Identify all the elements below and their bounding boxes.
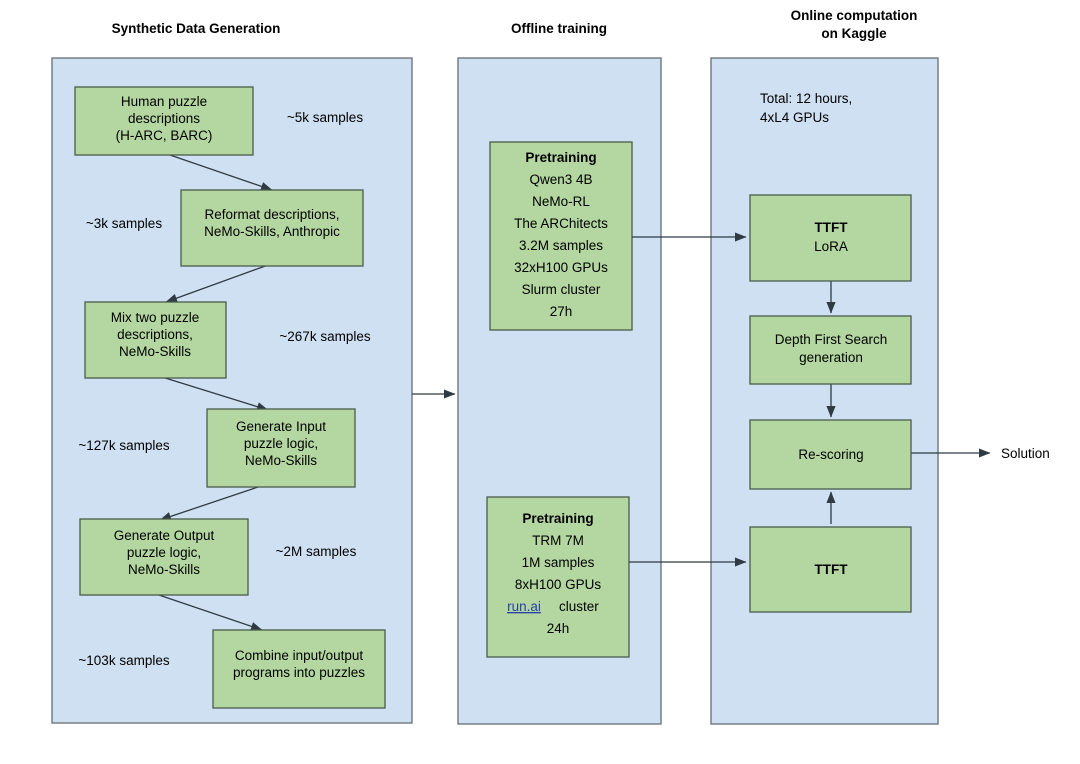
- node-label-line: 3.2M samples: [519, 238, 603, 253]
- output-label-solution: Solution: [1001, 446, 1050, 461]
- annotation-samples-2m: ~2M samples: [276, 544, 357, 559]
- node-human-puzzle-descriptions[interactable]: Human puzzle descriptions (H-ARC, BARC): [74, 86, 254, 156]
- online-note-line1: Total: 12 hours,: [760, 91, 852, 106]
- annotation-samples-103k: ~103k samples: [78, 653, 169, 668]
- node-label-line: NeMo-Skills: [128, 562, 200, 577]
- node-combine-programs-into-puzzles[interactable]: Combine input/output programs into puzzl…: [212, 629, 386, 709]
- node-label-line: NeMo-Skills: [119, 344, 191, 359]
- node-label-line: descriptions: [128, 111, 200, 126]
- node-label-line: 1M samples: [522, 555, 595, 570]
- node-label-line: Combine input/output: [235, 648, 364, 663]
- node-label-line: NeMo-RL: [532, 194, 590, 209]
- node-label-line: Generate Output: [114, 528, 215, 543]
- node-label-line: run.ai cluster: [507, 599, 599, 614]
- edge-mix-to-generate-input: [161, 376, 269, 412]
- node-label-line: programs into puzzles: [233, 665, 365, 680]
- node-label-line: (H-ARC, BARC): [116, 128, 213, 143]
- node-label-line: Human puzzle: [121, 94, 207, 109]
- node-label-line: Generate Input: [236, 419, 326, 434]
- node-re-scoring[interactable]: Re-scoring: [749, 419, 912, 490]
- node-label-line: 24h: [547, 621, 570, 636]
- node-label-line: Mix two puzzle: [111, 310, 200, 325]
- edge-reformat-to-mix: [165, 264, 269, 303]
- panel-synthetic-data-generation: [51, 57, 413, 724]
- node-label-line: Slurm cluster: [522, 282, 601, 297]
- node-label-line: Qwen3 4B: [529, 172, 592, 187]
- node-label-line: TTFT: [815, 220, 849, 235]
- node-label-line: descriptions,: [117, 327, 193, 342]
- node-label-line: 32xH100 GPUs: [514, 260, 608, 275]
- node-ttft[interactable]: TTFT: [749, 526, 912, 613]
- node-label-line: 8xH100 GPUs: [515, 577, 602, 592]
- node-label-line: generation: [799, 350, 863, 365]
- node-generate-input-puzzle-logic[interactable]: Generate Input puzzle logic, NeMo-Skills: [206, 408, 356, 488]
- panel-online-computation: [710, 57, 939, 725]
- runai-link[interactable]: run.ai: [507, 599, 541, 614]
- node-label-line: Pretraining: [522, 511, 593, 526]
- node-pretraining-qwen3[interactable]: Pretraining Qwen3 4B NeMo-RL The ARChite…: [489, 141, 633, 331]
- node-label-line: puzzle logic,: [127, 545, 201, 560]
- node-label-line: Depth First Search: [775, 332, 888, 347]
- node-mix-two-puzzle-descriptions[interactable]: Mix two puzzle descriptions, NeMo-Skills: [84, 301, 227, 379]
- edge-generate-output-to-combine: [155, 593, 263, 631]
- node-label-line: TTFT: [815, 562, 849, 577]
- node-label-line: 27h: [550, 304, 573, 319]
- edge-human-to-reformat: [169, 154, 273, 191]
- edge-generate-input-to-generate-output: [159, 484, 265, 521]
- column-title-online-line1: Online computation: [791, 8, 918, 23]
- node-generate-output-puzzle-logic[interactable]: Generate Output puzzle logic, NeMo-Skill…: [79, 518, 249, 596]
- node-label-line: NeMo-Skills: [245, 453, 317, 468]
- node-label-line: puzzle logic,: [244, 436, 318, 451]
- node-label-line: Reformat descriptions,: [204, 207, 339, 222]
- node-label-line: LoRA: [814, 239, 848, 254]
- node-pretraining-trm[interactable]: Pretraining TRM 7M 1M samples 8xH100 GPU…: [486, 496, 630, 658]
- node-label-line: NeMo-Skills, Anthropic: [204, 224, 340, 239]
- annotation-samples-5k: ~5k samples: [287, 110, 363, 125]
- node-reformat-descriptions[interactable]: Reformat descriptions, NeMo-Skills, Anth…: [180, 189, 364, 267]
- node-depth-first-search-generation[interactable]: Depth First Search generation: [749, 315, 912, 385]
- column-title-synthetic: Synthetic Data Generation: [112, 21, 281, 36]
- node-ttft-lora[interactable]: TTFT LoRA: [749, 194, 912, 282]
- annotation-samples-3k: ~3k samples: [86, 216, 162, 231]
- runai-cluster-rest: cluster: [555, 599, 599, 614]
- node-label-line: The ARChitects: [514, 216, 608, 231]
- column-title-offline: Offline training: [511, 21, 607, 36]
- node-label-line: TRM 7M: [532, 533, 584, 548]
- online-note-line2: 4xL4 GPUs: [760, 110, 829, 125]
- annotation-samples-267k: ~267k samples: [279, 329, 370, 344]
- node-label-line: Pretraining: [525, 150, 596, 165]
- column-title-online-line2: on Kaggle: [821, 26, 887, 41]
- node-label-line: Re-scoring: [798, 447, 863, 462]
- annotation-samples-127k: ~127k samples: [78, 438, 169, 453]
